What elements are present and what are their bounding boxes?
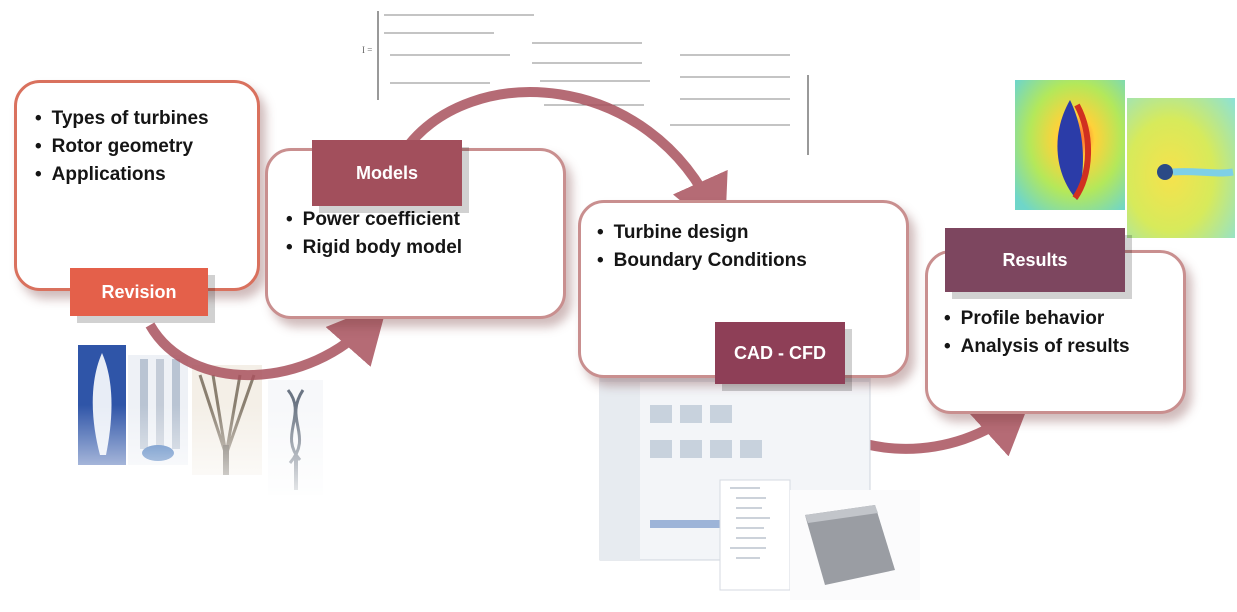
results-tag: Results bbox=[945, 228, 1125, 292]
revision-tag-label: Revision bbox=[101, 282, 177, 302]
cad-cfd-item-boundary-conditions: Boundary Conditions bbox=[597, 247, 906, 275]
models-item-rigid-body-model: Rigid body model bbox=[286, 234, 563, 262]
results-tag-label: Results bbox=[1002, 250, 1068, 270]
results-item-profile-behavior: Profile behavior bbox=[944, 305, 1183, 333]
revision-item-types-of-turbines: Types of turbines bbox=[35, 105, 257, 133]
turbine-photos-image bbox=[78, 345, 328, 495]
revision-card: Types of turbines Rotor geometry Applica… bbox=[14, 80, 260, 291]
models-list: Power coefficient Rigid body model bbox=[268, 151, 563, 262]
cad-software-screenshot-image bbox=[599, 370, 920, 600]
revision-tag: Revision bbox=[70, 268, 208, 316]
models-tag: Models bbox=[312, 140, 462, 206]
models-tag-label: Models bbox=[355, 163, 418, 183]
svg-text:I =: I = bbox=[362, 45, 372, 55]
results-item-analysis-of-results: Analysis of results bbox=[944, 333, 1183, 361]
cad-cfd-item-turbine-design: Turbine design bbox=[597, 219, 906, 247]
revision-item-applications: Applications bbox=[35, 161, 257, 189]
cad-cfd-tag-label: CAD - CFD bbox=[734, 343, 826, 363]
results-list: Profile behavior Analysis of results bbox=[928, 253, 1183, 361]
cad-cfd-list: Turbine design Boundary Conditions bbox=[581, 203, 906, 275]
revision-item-rotor-geometry: Rotor geometry bbox=[35, 133, 257, 161]
arrow-models-to-cad bbox=[400, 87, 728, 237]
cfd-flow-field-image bbox=[1015, 80, 1235, 238]
cad-cfd-tag: CAD - CFD bbox=[715, 322, 845, 384]
arrow-revision-to-models bbox=[145, 302, 388, 380]
models-item-power-coefficient: Power coefficient bbox=[286, 206, 563, 234]
inertia-tensor-formula-image: I = bbox=[350, 5, 810, 155]
revision-list: Types of turbines Rotor geometry Applica… bbox=[17, 83, 257, 189]
